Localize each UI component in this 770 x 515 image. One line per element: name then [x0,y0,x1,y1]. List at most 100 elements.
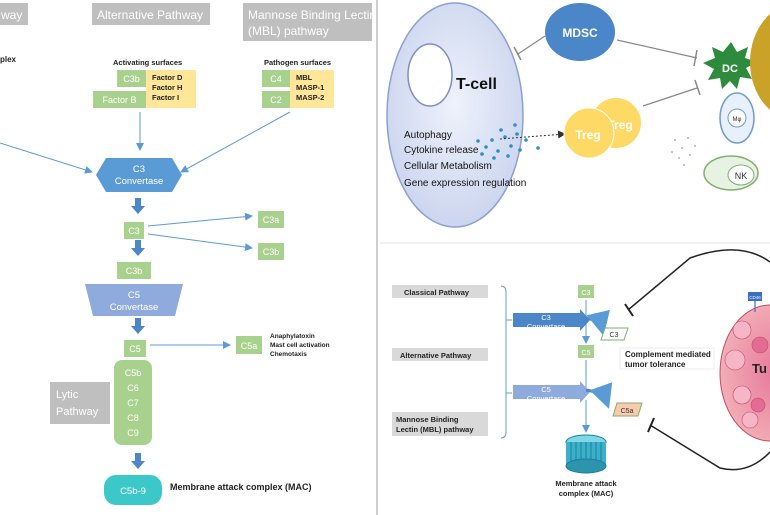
treg-front-cell [563,107,615,159]
c3b-right-label: C3b [263,247,280,257]
mac-line1: Membrane attack [555,479,617,488]
c5a-label: C5a [241,341,258,351]
c2-label: C2 [270,95,282,105]
tumor-tolerance-panel: Classical Pathway Alternative Pathway Ma… [392,249,770,498]
alternative-pathway-box [392,348,488,361]
nk-label: NK [735,171,748,181]
cytokine-to-treg-arrow [499,130,566,140]
tcell-body [386,2,524,228]
c9-label: C9 [127,428,139,438]
c7-label: C7 [127,398,139,408]
c5b9-box [104,475,162,505]
mbl-masp-box [290,70,334,108]
macrophage-label: Mφ [733,117,742,123]
left-panel: way Alternative Pathway Mannose Binding … [0,0,378,515]
c3-box [124,222,144,239]
c5-box [124,340,146,357]
mdsc-dc-inhibit-bar [693,49,698,67]
factor-b-label: Factor B [102,95,136,105]
mbl-pathway-box [392,412,488,436]
c3-top-label: C3 [582,290,591,297]
bottom-inhibition-arc [649,424,770,471]
mdsc-inhibit-bar [513,46,522,61]
c3b-mid-box [117,262,151,279]
c5-box [578,345,594,358]
c3-convertase-shape [96,158,182,192]
masp2-label: MASP-2 [296,93,324,102]
gene-expression-text: Gene expression regulation [404,178,526,189]
mdsc-to-dc-line [616,39,698,59]
c4-label: C4 [270,74,282,84]
cd46-receptor [748,292,762,301]
top-inhibition-arc [627,249,770,311]
c3b-right-box [258,243,284,260]
mac-line2: complex (MAC) [559,489,614,498]
c5-label: C5 [582,350,591,357]
cascade-down-arrows [131,198,145,469]
dc-label: DC [722,63,738,75]
mbl-pathway-header-line1: Mannose Binding Lectin [248,8,376,22]
anaphylatoxin-text: Anaphylatoxin [270,333,315,340]
c5-convertase-shape [513,381,590,403]
masp1-label: MASP-1 [296,83,324,92]
factor-i-label: Factor I [152,93,179,102]
lytic-label: Lytic [56,389,79,401]
c5a-label: C5a [621,408,634,415]
c3-convertase-line2: Convertase [115,176,164,187]
c5-convertase-line1: C5 [128,290,140,301]
alternative-pathway-header-text: Alternative Pathway [97,8,203,22]
cellular-metabolism-text: Cellular Metabolism [404,161,492,172]
c5a-box [236,336,262,354]
factor-d-label: Factor D [152,73,183,82]
c3-convertase-shape [513,309,590,331]
c3-convertase-line1: C3 [541,313,551,322]
c3b-box [117,70,146,87]
c3b-mid-label: C3b [126,266,143,276]
c5a-diamond [612,402,643,417]
classical-pathway-box [392,285,488,298]
c3-diamond [600,327,629,341]
c3-to-c3b-arrow [147,233,253,252]
c5-cleavage-curve [585,382,613,409]
tcell-panel: T-cell Autophagy Cytokine release Cellul… [380,2,770,244]
mac-barrel-icon [565,434,607,474]
pathway-label: Pathway [56,406,99,418]
pathogen-surfaces-label: Pathogen surfaces [264,58,331,67]
c5-label: C5 [129,344,141,354]
c3a-box [258,211,284,228]
c3-top-box [578,285,594,298]
c3-diamond-label: C3 [610,332,619,339]
c5b-label: C5b [125,368,142,378]
c5-convertase-shape [85,284,183,316]
c3a-label: C3a [263,215,280,225]
classical-to-c3-convertase-arrow [0,142,93,174]
mdsc-label: MDSC [562,26,598,40]
mast-cell-activation-text: Mast cell activation [270,342,330,349]
c3-label: C3 [128,226,140,236]
classical-pathway-header-text: way [0,8,22,22]
classical-pathway-header [0,3,28,25]
c8-label: C8 [127,413,139,423]
treg-to-dc-line [642,87,698,107]
c5-convertase-line2: Convertase [527,394,565,403]
alternative-pathway-header [92,3,210,25]
lytic-pathway-box [50,382,110,424]
pathway-bracket [500,285,507,439]
speckles [671,137,696,166]
c6-label: C6 [127,383,139,393]
mdsc-inhibit-tcell-line [517,35,546,55]
nk-nucleus [727,164,755,186]
chemotaxis-text: Chemotaxis [270,351,307,358]
c5-convertase-line2: Convertase [110,302,159,313]
mac-label: Membrane attack complex (MAC) [170,482,312,492]
factor-b-box [93,91,146,108]
mbl-line2: Lectin (MBL) pathway [396,425,474,434]
factors-dhi-box [146,70,196,108]
mbl-pathway-header-line2: (MBL) pathway [248,24,329,38]
mbl-to-c3-convertase-arrow [180,111,291,173]
c3b-box-label: C3b [123,74,140,84]
c2-box [262,91,290,108]
tolerance-box [619,347,715,370]
alternative-pathway-label: Alternative Pathway [400,351,472,360]
